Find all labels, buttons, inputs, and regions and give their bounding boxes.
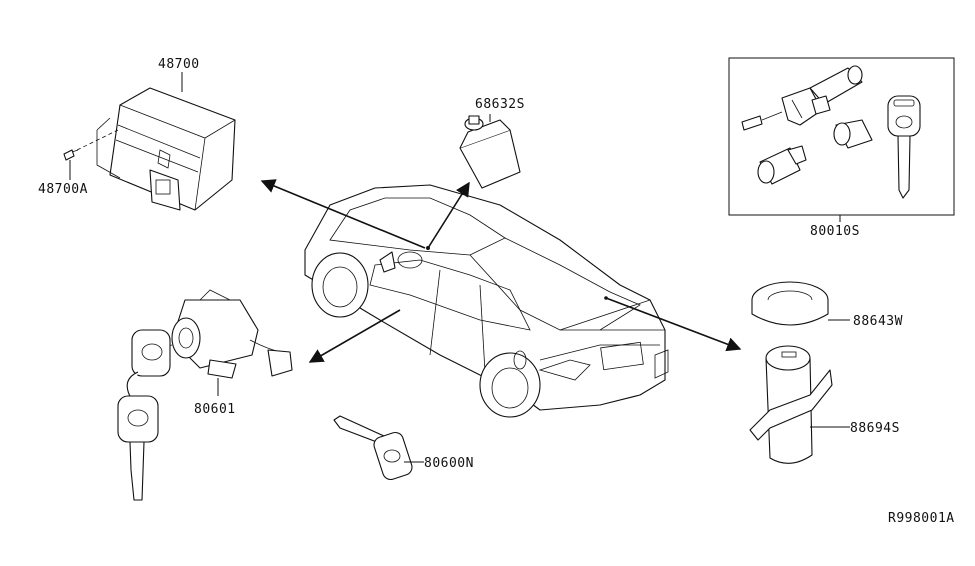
- label-68632S: 68632S: [475, 97, 525, 112]
- antenna-68632S: [459, 114, 521, 189]
- label-80601: 80601: [194, 402, 236, 417]
- label-88643W: 88643W: [853, 314, 903, 329]
- key-blank-80600N: [333, 415, 424, 481]
- label-80600N: 80600N: [424, 456, 474, 471]
- control-unit-48700: [63, 72, 236, 211]
- door-lock-80601: [117, 289, 293, 501]
- sedan-vehicle: [304, 184, 669, 418]
- label-80010S: 80010S: [810, 224, 860, 239]
- label-48700A: 48700A: [38, 182, 88, 197]
- label-48700: 48700: [158, 57, 200, 72]
- diagram-reference: R998001A: [888, 511, 955, 526]
- leader-arrows: [260, 179, 742, 363]
- escutcheon-88643W: [751, 281, 850, 326]
- lock-set-80010S: [728, 57, 955, 222]
- label-88694S: 88694S: [850, 421, 900, 436]
- trunk-lock-88694S: [749, 345, 850, 464]
